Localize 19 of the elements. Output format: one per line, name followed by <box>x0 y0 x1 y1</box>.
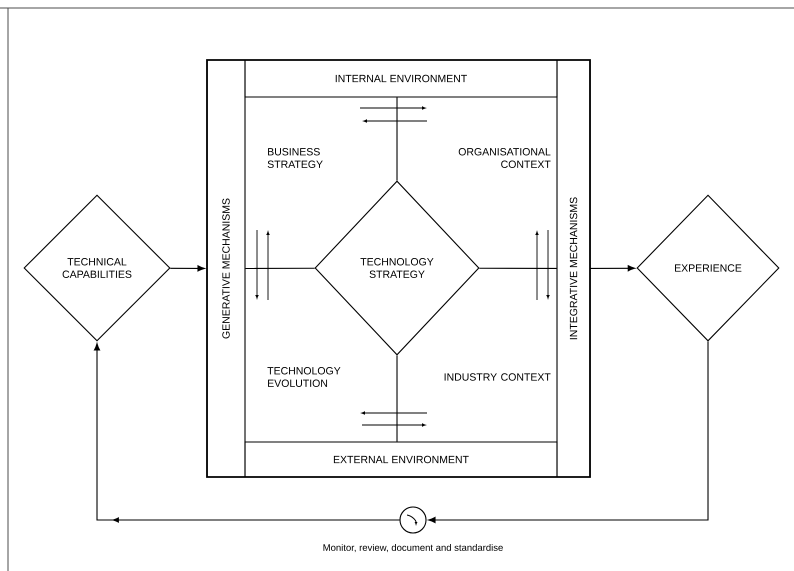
environment-band: INTERNAL ENVIRONMENT <box>244 59 558 98</box>
quadrant-label: ORGANISATIONAL CONTEXT <box>458 148 551 168</box>
arrow <box>590 265 636 272</box>
connector-line <box>396 356 398 442</box>
mechanism-band: GENERATIVE MECHANISMS <box>206 59 246 478</box>
environment-band: EXTERNAL ENVIRONMENT <box>244 441 558 478</box>
quadrant-label: BUSINESS STRATEGY <box>268 148 323 168</box>
caption-text: Monitor, review, document and standardise <box>324 544 503 552</box>
quadrant-label: TECHNOLOGY EVOLUTION <box>267 367 340 387</box>
connector-line <box>396 98 398 180</box>
quadrant-label: INDUSTRY CONTEXT <box>444 373 551 381</box>
feedback-arrow <box>94 343 400 523</box>
feedback-arrow <box>428 342 709 524</box>
mechanism-band: INTEGRATIVE MECHANISMS <box>556 59 591 478</box>
connector-line <box>479 268 556 269</box>
connector-line <box>246 268 315 269</box>
outer-box <box>206 59 591 478</box>
arrow <box>170 265 205 272</box>
dial-icon <box>399 506 427 534</box>
